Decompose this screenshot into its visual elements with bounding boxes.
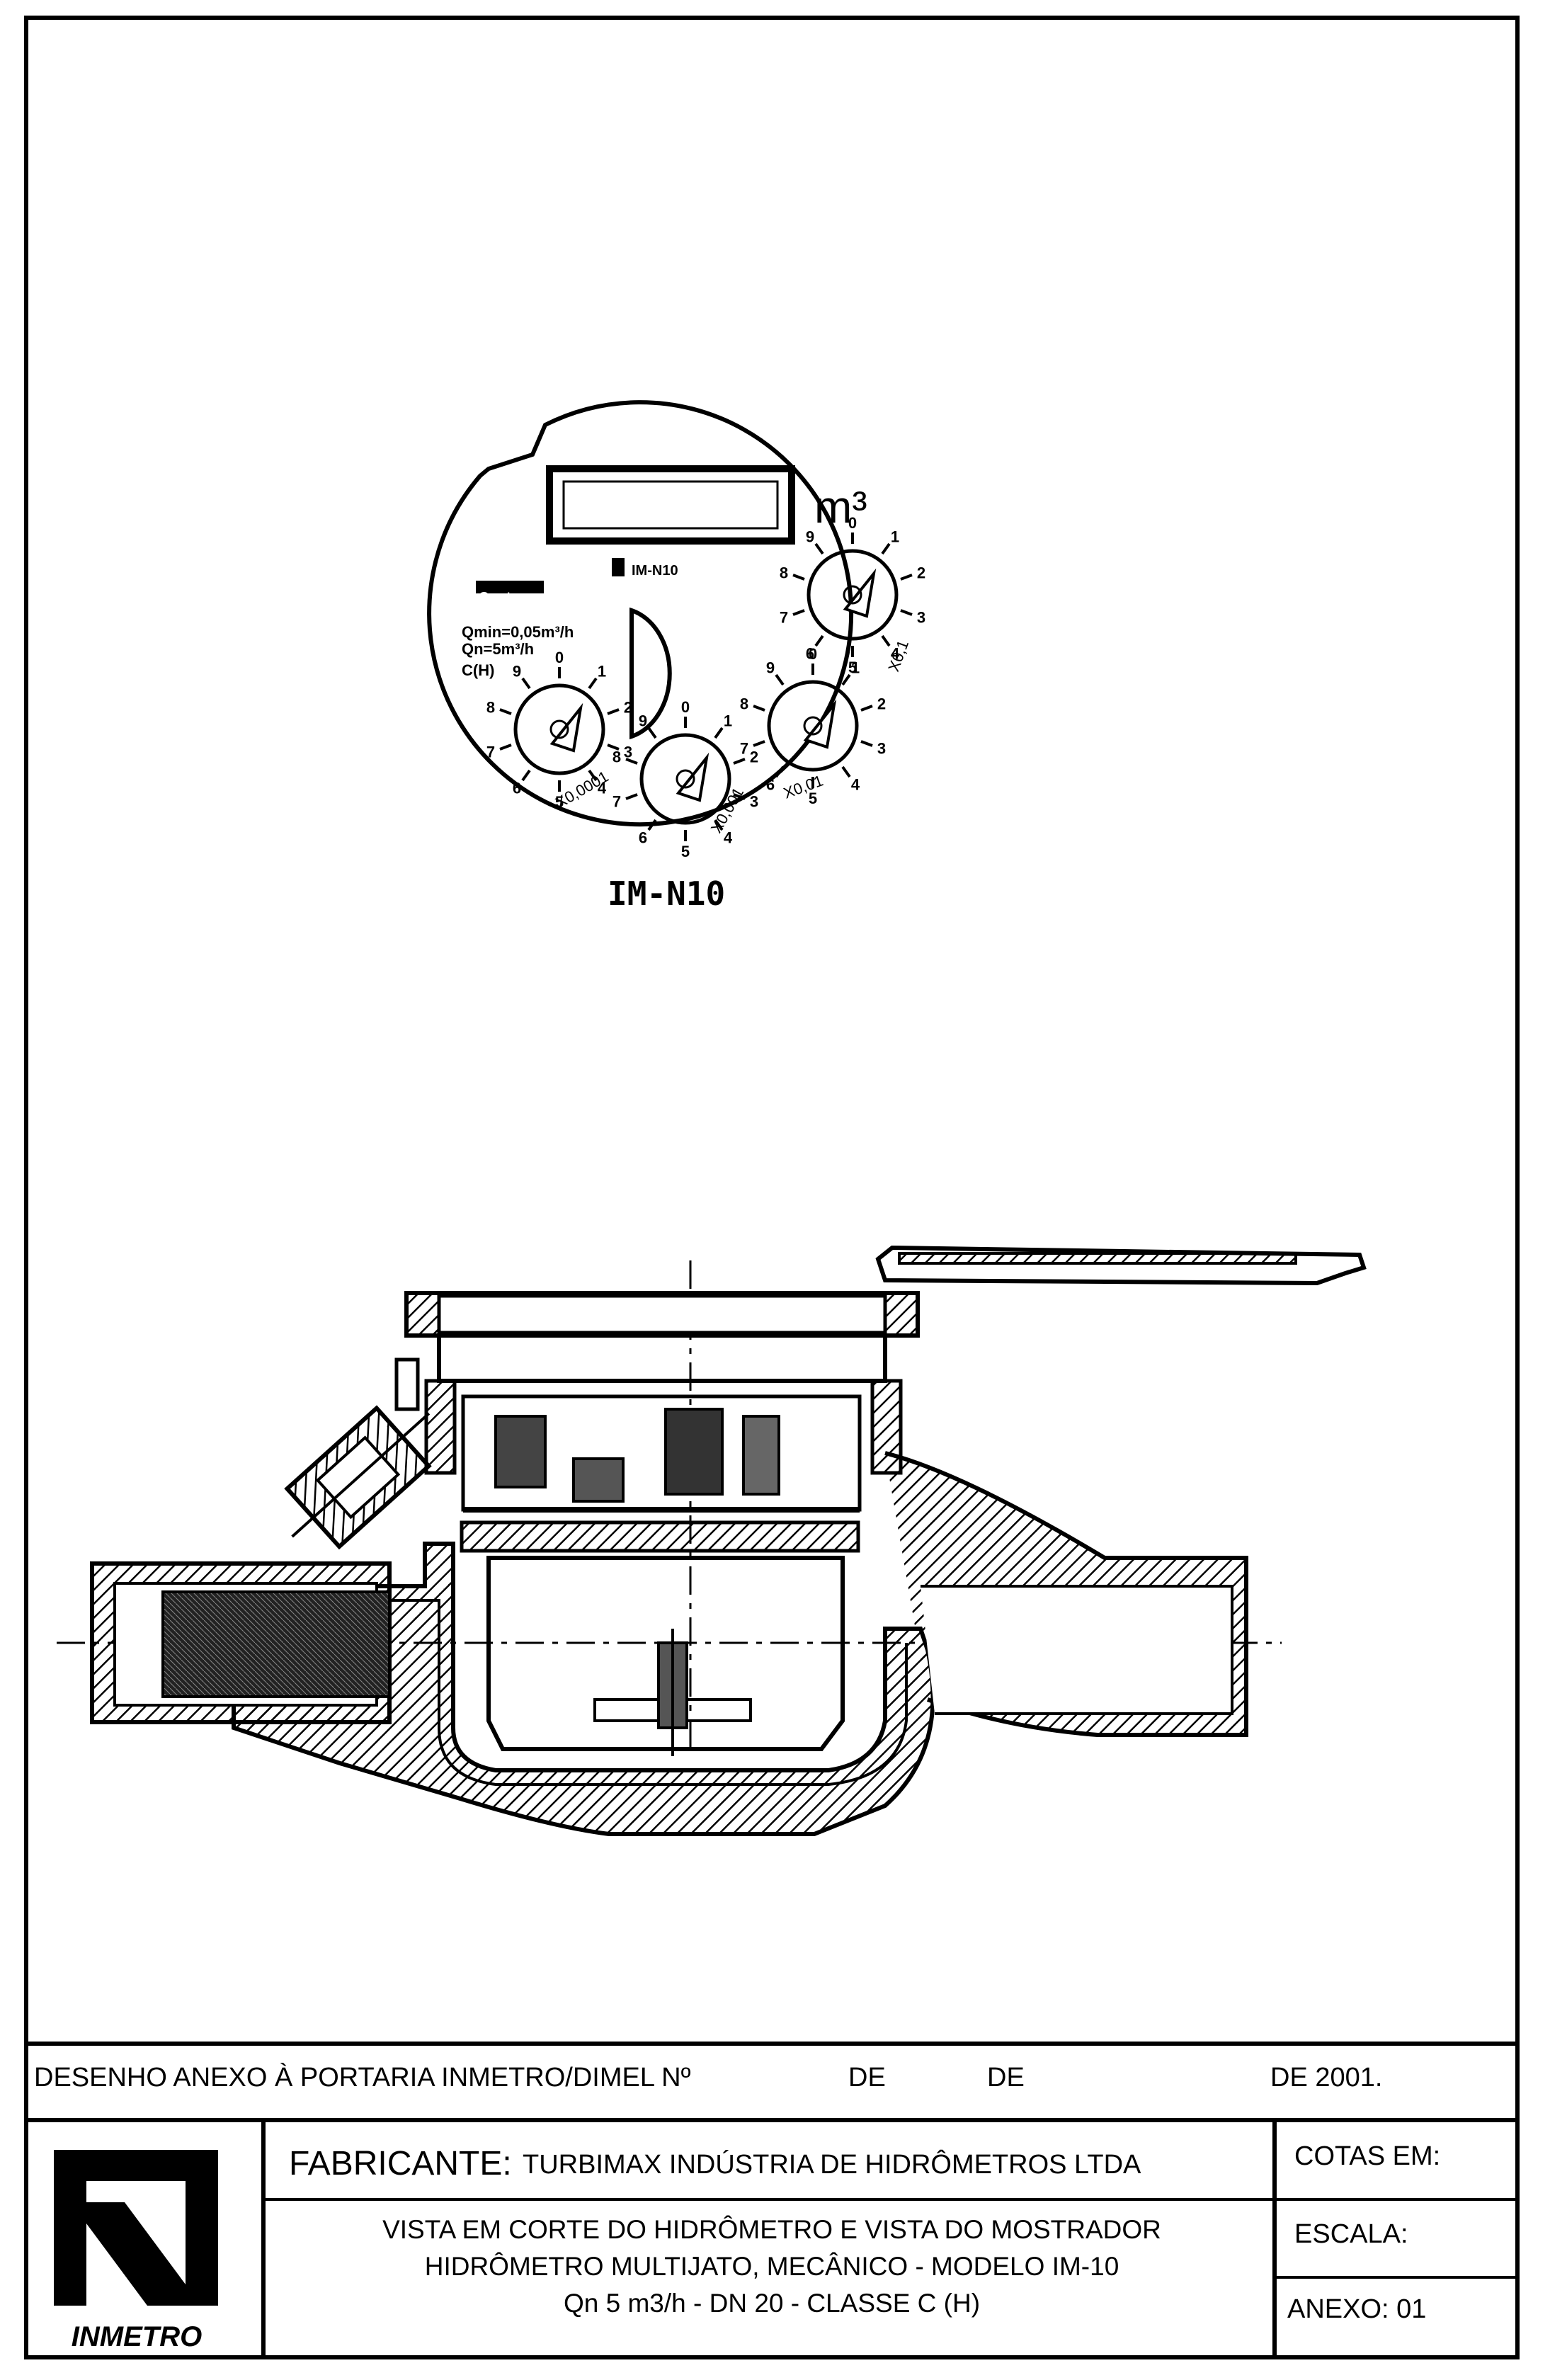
description-line-3: Qn 5 m3/h - DN 20 - CLASSE C (H): [563, 2289, 981, 2318]
dial-digit: 4: [598, 780, 607, 797]
dial-digit: 5: [681, 843, 690, 860]
regulator-valve: [284, 1405, 432, 1550]
brand-logo-mark: [612, 558, 625, 576]
dial-digit: 5: [809, 790, 817, 807]
dial-gauge-1: [499, 667, 620, 792]
declaration-de-2: DE: [987, 2063, 1025, 2093]
declaration-year: DE 2001.: [1270, 2063, 1383, 2093]
dial-unit-label: m³: [814, 482, 867, 533]
dial-multiplier-3: X0,01: [781, 772, 826, 802]
dial-gauge-3: [753, 664, 873, 788]
dial-digit: 7: [486, 744, 495, 761]
dial-digit: 4: [724, 829, 733, 847]
manufacturer-label: FABRICANTE:: [289, 2145, 512, 2182]
dial-digit: 9: [639, 712, 647, 730]
lid: [875, 1245, 1367, 1286]
brand-logo: [476, 581, 544, 593]
declaration-de-1: DE: [848, 2063, 886, 2093]
dial-spec-qn: Qn=5m³/h: [462, 640, 534, 658]
dial-digit: 0: [681, 698, 690, 716]
dial-spec-class: C(H): [462, 661, 494, 679]
dial-digit: 2: [877, 695, 886, 713]
dial-digit: 4: [891, 645, 900, 663]
dial-digit: 2: [750, 748, 758, 766]
dial-digit: 8: [740, 695, 748, 713]
measuring-chamber: [486, 1556, 845, 1751]
manufacturer-value: TURBIMAX INDÚSTRIA DE HIDRÔMETROS LTDA: [523, 2150, 1141, 2180]
dial-digit: 6: [806, 645, 814, 663]
dial-gauge-4: [792, 533, 913, 657]
dial-digit: 5: [555, 793, 564, 811]
inmetro-logo: [54, 2150, 218, 2306]
dial-digit: 0: [809, 645, 817, 663]
title-block: [24, 2042, 1520, 2359]
dial-digit: 9: [766, 659, 775, 677]
dial-digit: 5: [848, 659, 857, 676]
dial-gauge-2: [625, 717, 746, 841]
dial-digit: 7: [780, 609, 788, 627]
dial-caption: IM-N10: [608, 875, 726, 913]
dial-digit: 2: [917, 564, 925, 582]
declaration-text: DESENHO ANEXO À PORTARIA INMETRO/DIMEL N…: [34, 2063, 691, 2093]
meter-cross-section: [57, 1245, 1367, 1836]
dial-digit: 6: [513, 780, 521, 797]
dial-digit: 1: [891, 528, 899, 546]
dial-digit: 0: [555, 649, 564, 666]
dial-digit: 1: [851, 659, 860, 677]
inmetro-logo-text: INMETRO: [71, 2321, 203, 2352]
description-line-1: VISTA EM CORTE DO HIDRÔMETRO E VISTA DO …: [382, 2215, 1161, 2244]
dial-digit: 8: [780, 564, 788, 582]
dial-face: [427, 400, 854, 827]
dial-digit: 8: [486, 699, 495, 717]
annex-label: ANEXO: 01: [1287, 2294, 1427, 2324]
drawing-border: [24, 16, 1520, 2359]
dial-digit: 7: [612, 793, 621, 811]
dial-digit: 3: [877, 740, 886, 758]
dial-digit: 4: [851, 776, 860, 794]
dial-digit: 9: [806, 528, 814, 546]
dimensions-unit-label: COTAS EM:: [1294, 2141, 1441, 2171]
odometer-window: [546, 465, 795, 545]
description-line-2: HIDRÔMETRO MULTIJATO, MECÂNICO - MODELO …: [424, 2252, 1119, 2281]
dial-digit: 3: [917, 609, 925, 627]
sensor-half-disc: [629, 607, 672, 740]
dial-digit: 3: [750, 793, 758, 811]
dial-digit: 8: [612, 748, 621, 766]
dial-spec-qmin: Qmin=0,05m³/h: [462, 623, 574, 641]
dial-digit: 6: [766, 776, 775, 794]
inlet-strainer: [161, 1590, 391, 1698]
dial-model-mark: IM-N10: [632, 563, 678, 579]
dial-digit: 1: [598, 663, 606, 681]
dial-digit: 0: [848, 514, 857, 532]
dial-digit: 9: [513, 663, 521, 681]
dial-digit: 3: [624, 744, 632, 761]
dial-digit: 1: [724, 712, 732, 730]
dial-digit: 7: [740, 740, 748, 758]
scale-label: ESCALA:: [1294, 2219, 1408, 2249]
dial-brand-text: Contromatic: [479, 590, 562, 605]
dial-digit: 2: [624, 699, 632, 717]
dial-digit: 6: [639, 829, 647, 847]
